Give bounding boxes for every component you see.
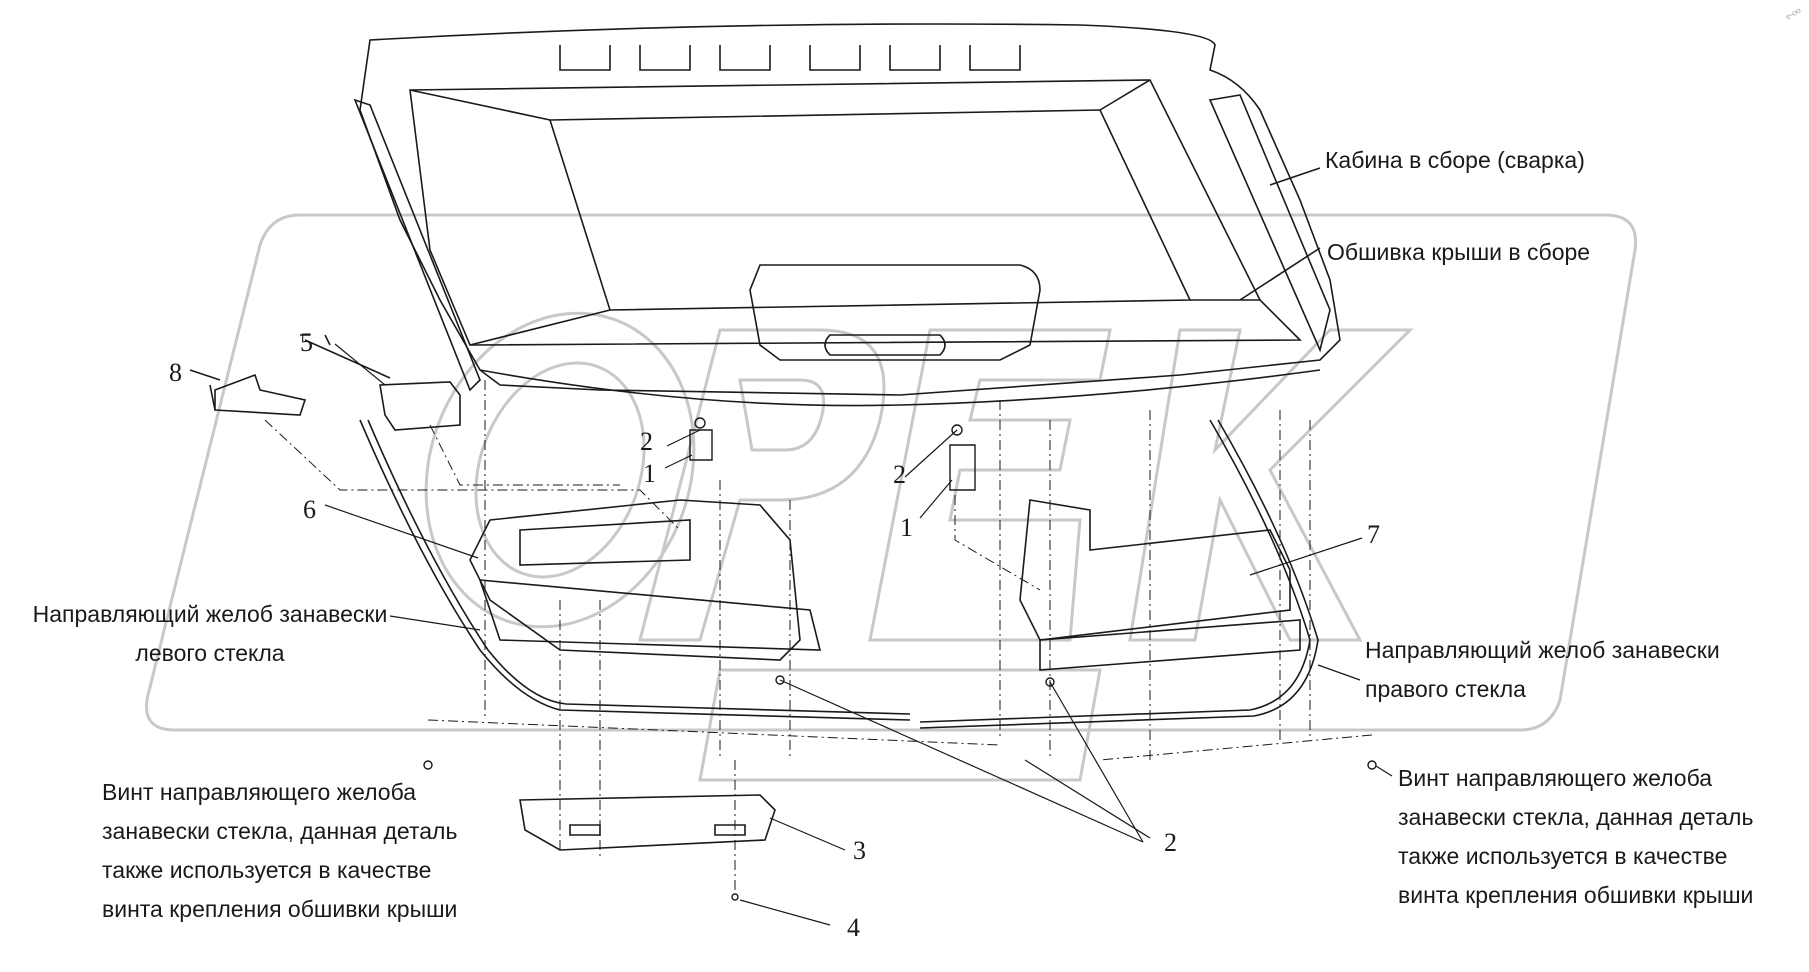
- label-screw-right-line4: винта крепления обшивки крыши: [1398, 882, 1754, 908]
- label-screw-left-line2: занавески стекла, данная деталь: [102, 818, 458, 844]
- callout-1a: 1: [643, 459, 656, 488]
- part-3: [519, 794, 776, 851]
- label-roof-lining: Обшивка крыши в сборе: [1327, 239, 1591, 265]
- label-left-guide-line1: Направляющий желоб занавески: [32, 601, 388, 627]
- label-right-guide-line2: правого стекла: [1365, 676, 1526, 702]
- label-screw-right-line3: также используется в качестве: [1398, 843, 1728, 869]
- cab-roof-frame: [353, 23, 1341, 407]
- label-right-guide-line1: Направляющий желоб занавески: [1365, 637, 1720, 663]
- clips-1-2: [423, 417, 1377, 901]
- label-screw-left: Винт направляющего желоба занавески стек…: [102, 773, 457, 929]
- callout-8: 8: [169, 358, 182, 387]
- callout-2b: 2: [893, 460, 906, 489]
- callout-5: 5: [300, 328, 313, 357]
- label-screw-right-line1: Винт направляющего желоба: [1398, 765, 1713, 791]
- right-lining: [919, 419, 1319, 729]
- callout-1b: 1: [900, 513, 913, 542]
- callout-3: 3: [853, 836, 866, 865]
- label-screw-right-line2: занавески стекла, данная деталь: [1398, 804, 1754, 830]
- label-screw-left-line4: винта крепления обшивки крыши: [102, 896, 458, 922]
- label-left-guide-line2: левого стекла: [135, 640, 285, 666]
- label-right-guide: Направляющий желоб занавески правого сте…: [1365, 631, 1720, 709]
- callout-2c: 2: [1164, 828, 1177, 857]
- label-cab-assembly: Кабина в сборе (сварка): [1325, 147, 1585, 173]
- callout-leaders: [324, 343, 1393, 926]
- callout-7: 7: [1367, 520, 1380, 549]
- callout-4: 4: [847, 913, 860, 942]
- label-left-guide: Направляющий желоб занавески левого стек…: [20, 595, 400, 673]
- label-screw-right: Винт направляющего желоба занавески стек…: [1398, 759, 1753, 915]
- watermark-logo: [145, 213, 1638, 782]
- label-screw-left-line1: Винт направляющего желоба: [102, 779, 417, 805]
- label-screw-left-line3: также используется в качестве: [102, 857, 432, 883]
- part-5-8: [189, 334, 461, 431]
- callout-6: 6: [303, 495, 316, 524]
- assembly-lines: [264, 380, 1373, 890]
- callout-2a: 2: [640, 427, 653, 456]
- left-lining: [359, 419, 911, 721]
